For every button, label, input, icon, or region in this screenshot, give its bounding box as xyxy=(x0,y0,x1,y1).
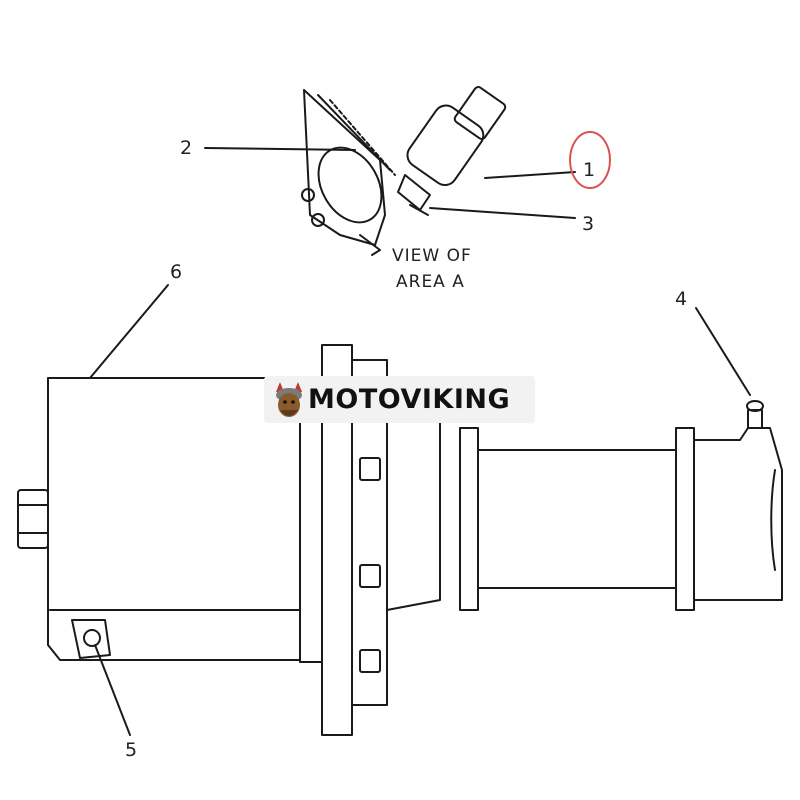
detail-bolt-lower xyxy=(311,213,325,227)
leader-line-6 xyxy=(89,284,169,379)
callout-1: 1 xyxy=(583,159,595,181)
motor-housing xyxy=(47,377,301,661)
detail-switch-head xyxy=(453,86,507,140)
detail-view-area-a xyxy=(301,86,507,256)
pinion-housing xyxy=(693,427,783,601)
view-label-line2: AREA A xyxy=(396,272,465,292)
leader-line-4 xyxy=(695,307,751,396)
viking-head-icon xyxy=(276,382,302,417)
detail-fitting-nut xyxy=(409,204,429,216)
callout-2: 2 xyxy=(180,137,192,159)
breather-fitting xyxy=(747,409,763,429)
leader-line-2 xyxy=(204,147,356,151)
view-label-line1: VIEW OF xyxy=(392,246,472,266)
callout-3: 3 xyxy=(582,213,594,235)
detail-plate-edge xyxy=(317,94,391,171)
flange-bolt-1 xyxy=(359,457,381,481)
detail-plate-hatch xyxy=(329,99,396,176)
end-nut xyxy=(17,489,49,549)
nose-housing xyxy=(386,409,441,611)
detail-tail xyxy=(359,234,381,256)
front-flange xyxy=(459,427,479,611)
pinion-housing-curve xyxy=(770,469,776,571)
breather-cap xyxy=(746,400,764,412)
leader-line-5 xyxy=(94,644,131,736)
starter-motor-assembly xyxy=(17,344,783,736)
detail-cylinder-body xyxy=(317,146,383,224)
drive-flange xyxy=(675,427,695,611)
detail-bolt-upper xyxy=(301,188,315,202)
flange-plate-inner xyxy=(299,399,323,663)
highlight-circle xyxy=(569,131,611,189)
terminal-stud xyxy=(83,629,101,647)
drive-tube xyxy=(477,449,677,589)
callout-4: 4 xyxy=(675,288,687,310)
detail-switch-fitting xyxy=(397,174,431,211)
leader-line-3 xyxy=(429,207,576,219)
detail-switch-body xyxy=(406,104,485,187)
watermark-banner xyxy=(264,376,535,423)
callout-5: 5 xyxy=(125,739,137,761)
terminal-block xyxy=(71,619,111,659)
flange-bolt-3 xyxy=(359,649,381,673)
leader-line-1 xyxy=(484,171,576,179)
flange-bolt-2 xyxy=(359,564,381,588)
watermark-text: MOTOVIKING xyxy=(308,384,511,415)
callout-6: 6 xyxy=(170,261,182,283)
